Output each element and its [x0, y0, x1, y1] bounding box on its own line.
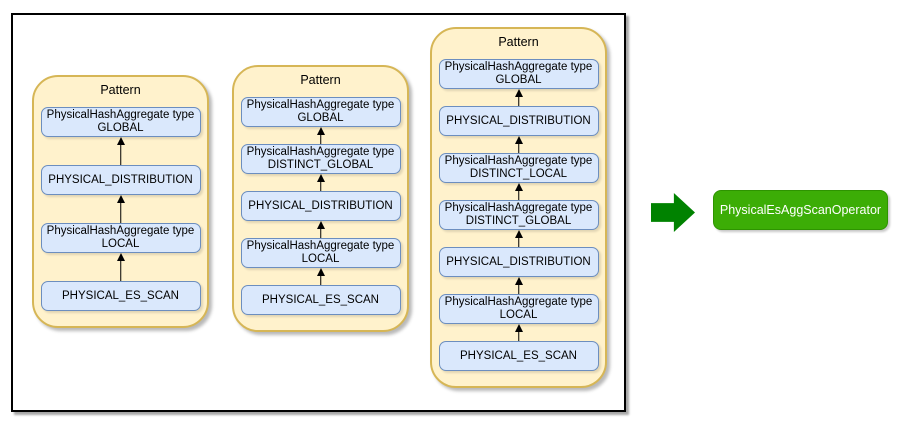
right-arrow-icon: [651, 193, 695, 232]
pattern-node: PhysicalHashAggregate type GLOBAL: [40, 107, 201, 137]
pattern-node: PHYSICAL_ES_SCAN: [40, 281, 201, 311]
pattern-node: PhysicalHashAggregate type DISTINCT_GLOB…: [240, 144, 401, 174]
pattern-group-1: Pattern PhysicalHashAggregate type GLOBA…: [32, 75, 209, 328]
pattern-node: PhysicalHashAggregate type LOCAL: [240, 238, 401, 268]
diagram-frame: Pattern PhysicalHashAggregate type GLOBA…: [11, 13, 626, 412]
pattern-title: Pattern: [498, 35, 539, 49]
up-arrow-icon: [513, 89, 525, 106]
pattern-node: PHYSICAL_DISTRIBUTION: [40, 165, 201, 195]
pattern-group-3: Pattern PhysicalHashAggregate type GLOBA…: [430, 27, 607, 388]
pattern-node: PhysicalHashAggregate type GLOBAL: [240, 97, 401, 127]
pattern-title: Pattern: [100, 83, 141, 97]
pattern-node: PHYSICAL_ES_SCAN: [438, 341, 599, 371]
up-arrow-icon: [513, 277, 525, 294]
pattern-node: PhysicalHashAggregate type LOCAL: [438, 294, 599, 324]
up-arrow-icon: [315, 268, 327, 285]
up-arrow-icon: [513, 324, 525, 341]
pattern-node: PHYSICAL_DISTRIBUTION: [240, 191, 401, 221]
up-arrow-icon: [315, 221, 327, 238]
pattern-node: PhysicalHashAggregate type DISTINCT_LOCA…: [438, 153, 599, 183]
up-arrow-icon: [115, 195, 127, 223]
result-operator-box: PhysicalEsAggScanOperator: [713, 190, 888, 230]
pattern-node: PHYSICAL_DISTRIBUTION: [438, 106, 599, 136]
up-arrow-icon: [315, 174, 327, 191]
up-arrow-icon: [115, 137, 127, 165]
pattern-node: PhysicalHashAggregate type GLOBAL: [438, 59, 599, 89]
up-arrow-icon: [513, 183, 525, 200]
pattern-node: PhysicalHashAggregate type DISTINCT_GLOB…: [438, 200, 599, 230]
pattern-node: PHYSICAL_ES_SCAN: [240, 285, 401, 315]
pattern-node: PhysicalHashAggregate type LOCAL: [40, 223, 201, 253]
up-arrow-icon: [513, 230, 525, 247]
pattern-group-2: Pattern PhysicalHashAggregate type GLOBA…: [232, 65, 409, 332]
pattern-node: PHYSICAL_DISTRIBUTION: [438, 247, 599, 277]
pattern-title: Pattern: [300, 73, 341, 87]
up-arrow-icon: [315, 127, 327, 144]
up-arrow-icon: [513, 136, 525, 153]
up-arrow-icon: [115, 253, 127, 281]
